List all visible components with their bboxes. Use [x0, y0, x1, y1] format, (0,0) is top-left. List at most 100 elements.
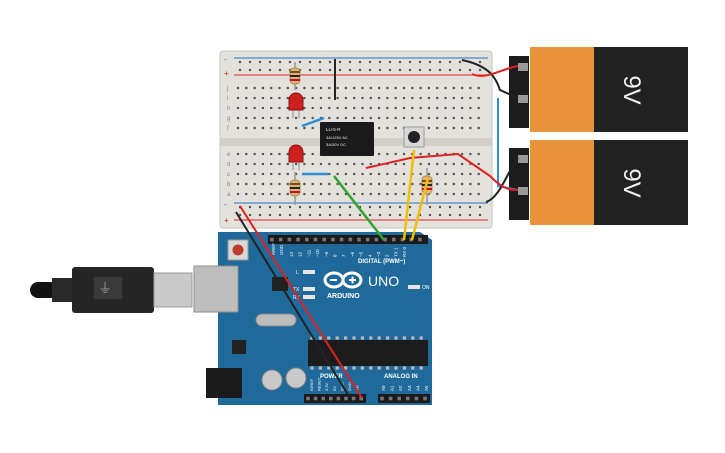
hole	[353, 86, 356, 90]
hole	[286, 162, 289, 166]
row-letter: d	[227, 162, 230, 168]
wire-red-5v[interactable]	[239, 205, 363, 399]
hole	[469, 152, 472, 156]
digital-pin-label: 13	[289, 251, 294, 257]
wire-black-gnd[interactable]	[235, 211, 351, 399]
hole	[296, 237, 300, 242]
hole	[408, 213, 412, 217]
wire-red-battery-bottom[interactable]	[489, 175, 519, 191]
atmega-chip	[308, 340, 428, 366]
relay-label-3: 3A/30V DC	[326, 142, 346, 147]
hole	[361, 172, 364, 176]
row-letter: f	[227, 126, 229, 132]
hole	[477, 116, 480, 120]
wire-red-battery-top[interactable]	[471, 65, 519, 77]
hole	[444, 126, 447, 130]
hole	[348, 205, 352, 209]
hole	[328, 116, 331, 120]
hole	[278, 213, 282, 217]
hole	[238, 68, 242, 72]
hole	[270, 152, 273, 156]
capacitor	[285, 367, 307, 389]
hole	[353, 106, 356, 110]
hole	[402, 116, 406, 120]
wire-yellow-resistor[interactable]	[410, 177, 430, 241]
hole	[270, 162, 273, 166]
hole	[298, 60, 302, 64]
hole	[378, 116, 381, 120]
hole	[335, 366, 339, 370]
hole	[308, 60, 312, 64]
hole	[368, 60, 372, 64]
hole	[358, 205, 362, 209]
arduino-brand: ARDUINO	[327, 293, 360, 300]
hole	[328, 60, 332, 64]
hole	[378, 205, 382, 209]
hole	[248, 213, 252, 217]
wire-yellow-button[interactable]	[402, 149, 416, 241]
wire-black-battery-bottom[interactable]	[485, 157, 519, 203]
hole	[428, 60, 432, 64]
wire-blue-led[interactable]	[301, 116, 325, 128]
hole	[236, 162, 240, 166]
hole	[358, 213, 362, 217]
hole	[400, 237, 405, 242]
hole	[245, 96, 248, 100]
battery-top: 9V	[509, 47, 688, 132]
hole	[287, 237, 292, 242]
rail-plus-top: +	[224, 69, 229, 78]
hole	[286, 116, 289, 120]
hole	[303, 96, 306, 100]
hole	[477, 96, 480, 100]
hole	[261, 86, 264, 90]
hole	[245, 182, 248, 186]
hole	[380, 396, 384, 401]
hole	[448, 205, 452, 209]
hole	[319, 96, 323, 100]
hole	[406, 396, 410, 401]
wire-red-relay[interactable]	[365, 152, 491, 177]
hole	[452, 192, 455, 196]
hole	[452, 106, 455, 110]
hole	[311, 106, 314, 110]
wire-green-signal[interactable]	[333, 175, 385, 241]
hole	[278, 106, 281, 110]
hole	[348, 68, 352, 72]
hole	[344, 366, 348, 370]
digital-pin-label: RX 0	[402, 246, 407, 257]
relay-label-1: LU-5-R	[326, 127, 341, 132]
hole	[253, 192, 256, 196]
digital-pin-label: ~11	[306, 249, 311, 257]
hole	[452, 182, 455, 186]
row-letter: j	[226, 86, 228, 92]
aref-label: AREF	[271, 243, 276, 255]
hole	[469, 162, 472, 166]
hole	[436, 116, 439, 120]
hole	[452, 126, 455, 130]
atmega-pins	[310, 336, 423, 370]
hole	[236, 182, 240, 186]
hole	[278, 68, 282, 72]
hole	[311, 152, 314, 156]
hole	[253, 152, 256, 156]
push-button[interactable]	[403, 126, 425, 148]
hole	[236, 86, 240, 90]
hole	[268, 60, 272, 64]
row-letter: e	[227, 152, 231, 158]
hole	[236, 192, 240, 196]
hole	[268, 213, 272, 217]
hole	[361, 116, 364, 120]
battery-bottom-label: 9V	[618, 168, 645, 197]
hole	[477, 182, 480, 186]
hole	[253, 182, 256, 186]
hole	[402, 106, 406, 110]
hole	[461, 172, 464, 176]
reset-button[interactable]	[232, 244, 244, 256]
led-top[interactable]	[288, 92, 304, 118]
power-label: POWER	[320, 374, 343, 380]
hole	[452, 162, 455, 166]
hole	[328, 205, 332, 209]
led-bottom[interactable]	[288, 144, 304, 170]
hole	[469, 96, 472, 100]
